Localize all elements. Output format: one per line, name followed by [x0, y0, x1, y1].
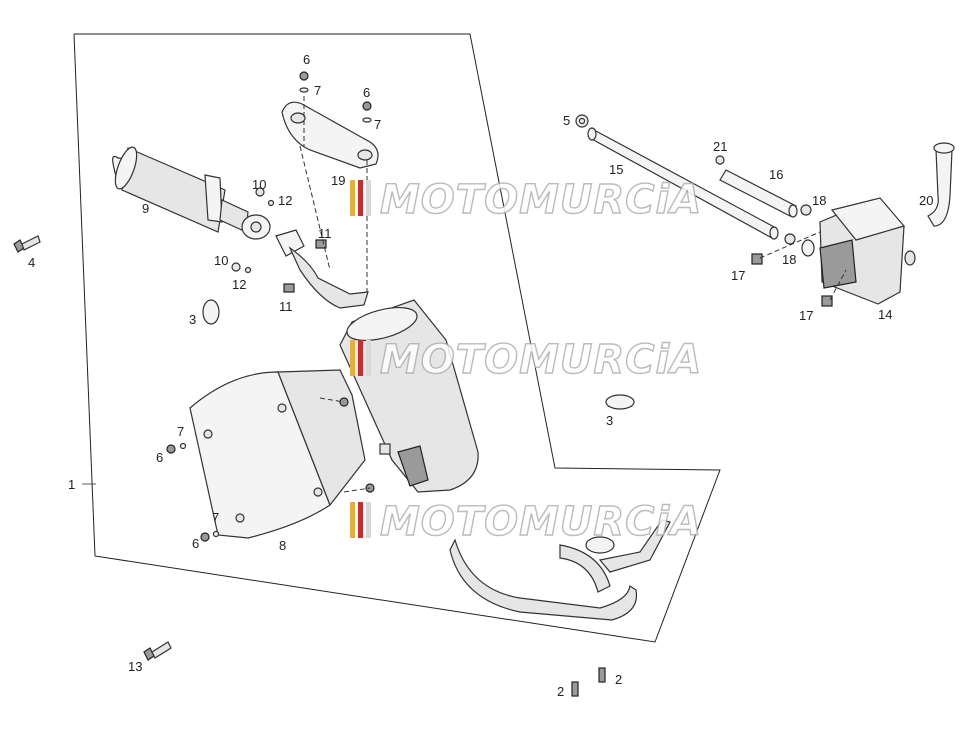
bolt-4 [13, 235, 41, 253]
label-8: 8 [279, 538, 286, 553]
label-15: 15 [609, 162, 623, 177]
dash-line [319, 397, 345, 403]
label-7b: 7 [374, 117, 381, 132]
label-7d: 7 [212, 510, 219, 525]
watermark-text: MOTOMURCiA [380, 177, 702, 223]
label-18b: 18 [782, 252, 796, 267]
label-19: 19 [331, 173, 345, 188]
label-17b: 17 [799, 308, 813, 323]
gasket-3-right [605, 394, 635, 410]
hose-20 [927, 142, 955, 227]
hose-16 [719, 169, 798, 218]
silencer-body [339, 299, 479, 493]
label-6b: 6 [363, 85, 370, 100]
label-4: 4 [28, 255, 35, 270]
bolt-13 [143, 641, 172, 661]
label-11b: 11 [279, 299, 293, 314]
label-20: 20 [919, 193, 933, 208]
label-5: 5 [563, 113, 570, 128]
label-9: 9 [142, 201, 149, 216]
label-10b: 10 [214, 253, 228, 268]
label-12b: 12 [232, 277, 246, 292]
label-7a: 7 [314, 83, 321, 98]
front-pipe [449, 519, 671, 621]
air-valve-14 [801, 197, 916, 305]
pipe-15 [587, 127, 779, 240]
dash-line [299, 145, 331, 271]
manifold-flange [275, 229, 369, 309]
label-21: 21 [713, 139, 727, 154]
dash-line [759, 231, 821, 259]
label-11a: 11 [318, 226, 332, 241]
watermark-text: MOTOMURCiA [380, 499, 702, 545]
watermark-bottom: MOTOMURCiA [350, 498, 702, 546]
label-3a: 3 [189, 312, 196, 327]
label-18a: 18 [812, 193, 826, 208]
label-17a: 17 [731, 268, 745, 283]
gasket-3-left [202, 299, 220, 325]
watermark-top: MOTOMURCiA [350, 176, 702, 224]
label-6c: 6 [156, 450, 163, 465]
label-3b: 3 [606, 413, 613, 428]
heat-shield-19 [281, 101, 379, 169]
watermark-middle: MOTOMURCiA [350, 336, 702, 384]
dash-line [829, 269, 847, 301]
label-14: 14 [878, 307, 892, 322]
label-16: 16 [769, 167, 783, 182]
clamp-5 [575, 114, 589, 128]
label-6a: 6 [303, 52, 310, 67]
label-6d: 6 [192, 536, 199, 551]
label-13: 13 [128, 659, 142, 674]
label-2a: 2 [557, 684, 564, 699]
label-2b: 2 [615, 672, 622, 687]
muffler-9 [112, 146, 271, 240]
label-1: 1 [68, 477, 75, 492]
assembly-outline [73, 33, 721, 643]
label-12a: 12 [278, 193, 292, 208]
label-10a: 10 [252, 177, 266, 192]
dash-line [343, 487, 371, 493]
label-7c: 7 [177, 424, 184, 439]
watermark-text: MOTOMURCiA [380, 337, 702, 383]
